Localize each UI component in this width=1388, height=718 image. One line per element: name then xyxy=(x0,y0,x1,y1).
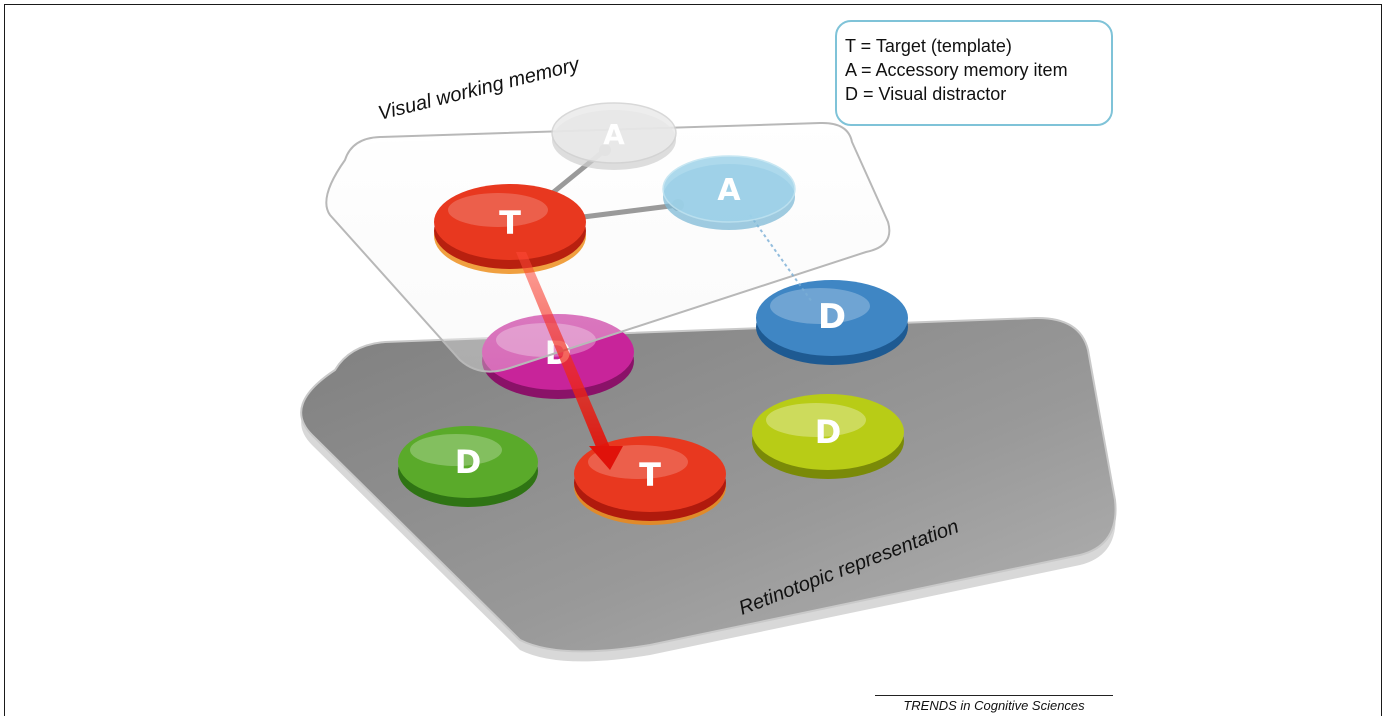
disc-letter: A xyxy=(717,173,741,208)
disc-accessory-upper: A xyxy=(551,102,677,170)
disc-distractor-blue: D xyxy=(756,280,908,365)
disc-letter: D xyxy=(818,297,846,337)
disc-accessory-right: A xyxy=(662,155,796,230)
disc-letter: T xyxy=(639,456,661,494)
disc-letter: D xyxy=(815,413,842,451)
disc-letter: A xyxy=(603,118,625,151)
disc-distractor-yellow: D xyxy=(752,394,904,479)
target-match-beam xyxy=(516,252,623,470)
footer-rule xyxy=(875,695,1113,696)
legend-box: T = Target (template) A = Accessory memo… xyxy=(835,20,1113,126)
disc-letter: T xyxy=(499,204,521,242)
disc-letter: D xyxy=(455,443,482,481)
legend-item-accessory: A = Accessory memory item xyxy=(845,60,1068,80)
journal-credit: TRENDS in Cognitive Sciences xyxy=(903,698,1085,713)
working-memory-label: Visual working memory xyxy=(376,53,583,125)
legend-item-distractor: D = Visual distractor xyxy=(845,84,1007,104)
disc-distractor-green: D xyxy=(398,426,538,507)
legend-item-target: T = Target (template) xyxy=(845,36,1012,56)
disc-target-top: T xyxy=(434,184,586,274)
